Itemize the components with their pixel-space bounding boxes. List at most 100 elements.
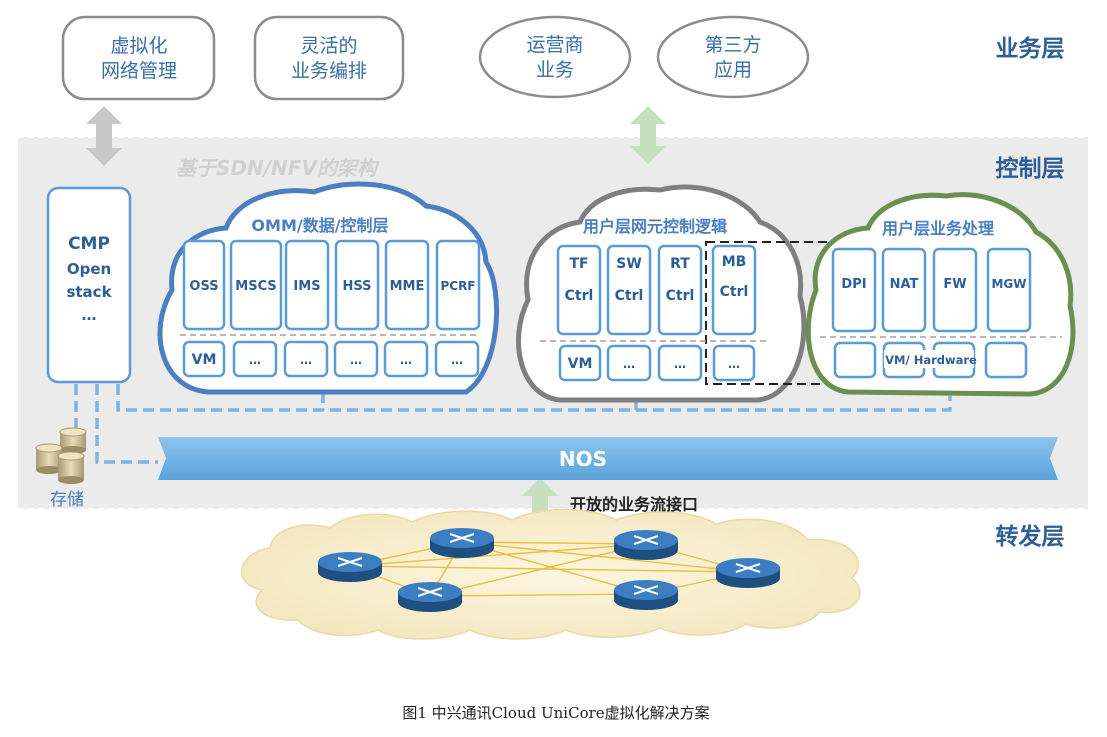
omm-vm-0-label: VM — [192, 352, 217, 368]
router-icon — [614, 530, 678, 560]
user-ctrl-modules: TF Ctrl SW Ctrl RT Ctrl MB Ctrl — [556, 244, 757, 336]
fw-module-label: FW — [943, 277, 966, 292]
user-svc-modules: DPI NAT FW MGW — [831, 247, 1032, 333]
omm-vm-4 — [383, 340, 429, 378]
omm-module-mscs-label: MSCS — [235, 279, 276, 294]
omm-module-mme — [384, 239, 430, 331]
omm-vm-2-label: … — [300, 353, 312, 367]
omm-modules: OSS MSCS IMS HSS MME PCRF — [182, 239, 481, 331]
service-operator-line1: 运营商 — [526, 34, 583, 56]
omm-module-pcrf-label: PCRF — [440, 279, 475, 293]
mb-ctrl-line2: Ctrl — [720, 284, 749, 300]
omm-module-oss — [182, 239, 226, 331]
omm-vms: VM … … … … … — [182, 340, 480, 378]
user-ctrl-vm-0 — [558, 344, 602, 382]
architecture-watermark: 基于SDN/NFV的架构 — [176, 156, 380, 180]
mb-vm-label: … — [728, 357, 740, 371]
dpi-module-label: DPI — [841, 277, 866, 292]
dashed-connectors — [74, 384, 952, 464]
figure-caption: 图1 中兴通讯Cloud UniCore虚拟化解决方案 — [402, 704, 709, 722]
rt-ctrl-module — [657, 244, 703, 336]
sw-ctrl-module — [606, 244, 652, 336]
control-layer-label: 控制层 — [996, 155, 1065, 182]
router-icons — [318, 528, 780, 612]
omm-module-ims — [284, 239, 330, 331]
router-icon — [318, 552, 382, 582]
forwarding-layer-label: 转发层 — [996, 523, 1065, 550]
service-thirdparty-line1: 第三方 — [704, 34, 761, 56]
cmp-line2: Open — [67, 260, 111, 278]
omm-vm-2 — [283, 340, 329, 378]
omm-vm-1 — [232, 340, 278, 378]
service-operator-line2: 业务 — [536, 59, 574, 81]
storage-icon — [35, 427, 87, 484]
forwarding-cloud — [241, 508, 861, 640]
user-svc-cloud-title: 用户层业务处理 — [882, 219, 994, 238]
mb-ctrl-line1: MB — [722, 254, 747, 270]
service-box-orchestration — [253, 15, 405, 101]
omm-vm-3-label: … — [350, 353, 362, 367]
omm-vm-5-label: … — [451, 353, 463, 367]
user-ctrl-vm-2 — [657, 344, 703, 382]
omm-module-oss-label: OSS — [189, 279, 218, 294]
service-box-vnm-line1: 虚拟化 — [110, 35, 167, 57]
cmp-line4: … — [82, 306, 97, 324]
router-icon — [430, 528, 494, 558]
user-svc-vm-3 — [984, 341, 1028, 379]
user-ctrl-vm-0-label: VM — [568, 356, 593, 372]
service-thirdparty-line2: 应用 — [714, 59, 752, 81]
user-ctrl-vm-2-label: … — [674, 357, 686, 371]
user-ctrl-vm-1-label: … — [623, 357, 635, 371]
router-icon — [716, 558, 780, 588]
user-ctrl-cloud-title: 用户层网元控制逻辑 — [583, 217, 727, 236]
tf-ctrl-line2: Ctrl — [565, 288, 594, 304]
mb-vm — [712, 344, 756, 382]
dpi-module — [831, 247, 877, 333]
tf-ctrl-module — [556, 244, 602, 336]
omm-vm-4-label: … — [400, 353, 412, 367]
nat-module-label: NAT — [890, 277, 919, 292]
service-box-vnm-line2: 网络管理 — [101, 60, 177, 82]
mb-ctrl-module — [711, 244, 757, 336]
omm-vm-3 — [333, 340, 379, 378]
user-ctrl-vms: VM … … … — [558, 344, 756, 382]
fw-module — [932, 247, 978, 333]
cmp-box — [46, 186, 132, 384]
user-ctrl-vm-1 — [606, 344, 652, 382]
double-arrow-gray — [86, 106, 122, 166]
vm-hardware-label: VM/ Hardware — [885, 353, 977, 367]
mgw-module-label: MGW — [991, 277, 1026, 291]
service-ellipse-thirdparty — [656, 15, 810, 99]
storage-label: 存储 — [50, 490, 84, 510]
omm-cloud-title: OMM/数据/控制层 — [251, 216, 388, 235]
tf-ctrl-line1: TF — [569, 256, 588, 272]
service-box-vnm — [61, 15, 216, 101]
omm-vm-1-label: … — [249, 353, 261, 367]
mgw-module — [986, 247, 1032, 333]
service-layer-label: 业务层 — [996, 36, 1065, 62]
nos-label: NOS — [559, 447, 607, 471]
sw-ctrl-line1: SW — [616, 256, 642, 272]
user-svc-vm-0 — [833, 341, 877, 379]
omm-module-hss-label: HSS — [342, 279, 371, 294]
router-icon — [398, 582, 462, 612]
omm-module-hss — [334, 239, 380, 331]
service-box-orch-line1: 灵活的 — [300, 35, 357, 57]
open-interface-label: 开放的业务流接口 — [570, 495, 698, 514]
double-arrow-green-top — [630, 106, 666, 164]
service-ellipse-operator — [478, 15, 632, 99]
user-svc-vms: VM/ Hardware — [833, 341, 1028, 379]
omm-module-mme-label: MME — [390, 279, 425, 294]
cmp-line3: stack — [66, 283, 112, 301]
nos-bar — [158, 437, 1058, 480]
cmp-line1: CMP — [68, 234, 110, 254]
omm-vm-5 — [434, 340, 480, 378]
service-box-orch-line2: 业务编排 — [291, 60, 367, 82]
rt-ctrl-line2: Ctrl — [666, 288, 695, 304]
omm-module-mscs — [229, 239, 283, 331]
router-icon — [614, 580, 678, 610]
omm-vm-0 — [182, 340, 226, 378]
omm-module-pcrf — [435, 239, 481, 331]
nat-module — [881, 247, 927, 333]
